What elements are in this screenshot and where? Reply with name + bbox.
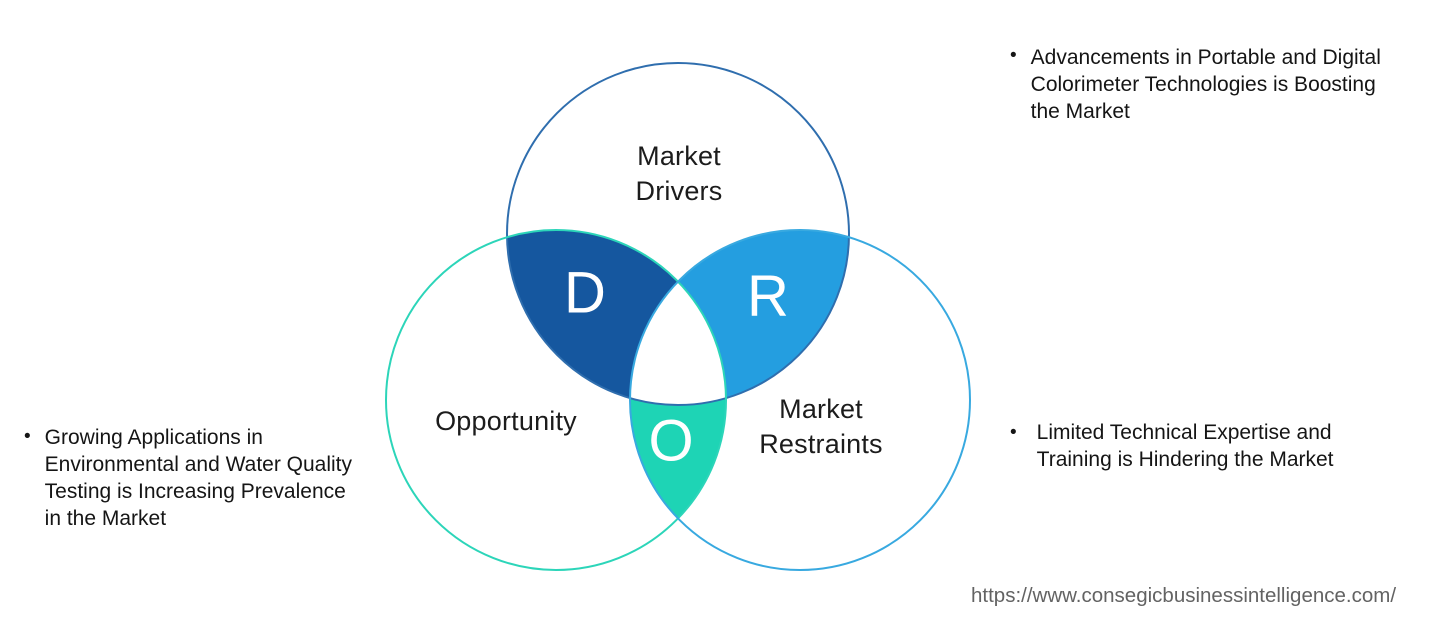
restraints-letter: R [747,264,789,329]
opportunity-note-line3: Testing is Increasing Prevalence [44,480,346,503]
restraints-circle-outline [629,229,971,571]
opportunity-note: • Growing Applications in Environmental … [24,424,352,532]
bullet-icon: • [1010,45,1017,66]
opportunity-note-text: Growing Applications in Environmental an… [45,424,352,532]
drivers-note-line2: Colorimeter Technologies is Boosting [1030,73,1376,96]
opportunity-circle-outline [385,229,727,571]
drivers-note: • Advancements in Portable and Digital C… [1010,44,1381,125]
opportunity-note-line1: Growing Applications in [44,426,263,449]
drivers-label-line1: Market [637,141,721,171]
restraints-label-line1: Market [779,394,863,424]
drivers-circle-outline [506,62,850,406]
opportunity-label: Opportunity [386,404,626,439]
drivers-note-line1: Advancements in Portable and Digital [1030,46,1381,69]
bullet-icon: • [1010,422,1017,443]
restraints-note: • Limited Technical Expertise and Traini… [1010,419,1334,473]
drivers-note-line3: the Market [1030,100,1130,123]
restraints-note-text: Limited Technical Expertise and Training… [1037,419,1334,473]
opportunity-letter: O [648,409,693,474]
opportunity-label-line1: Opportunity [435,406,577,436]
drivers-label-line2: Drivers [635,176,723,206]
opportunity-note-line2: Environmental and Water Quality [44,453,353,476]
drivers-label: Market Drivers [559,139,799,209]
bullet-icon: • [24,426,31,447]
opportunity-note-line4: in the Market [44,507,167,530]
restraints-label-line2: Restraints [759,429,883,459]
restraints-note-line1: Limited Technical Expertise and [1036,421,1332,444]
drivers-letter: D [564,261,606,326]
restraints-label: Market Restraints [701,392,941,462]
drivers-note-text: Advancements in Portable and Digital Col… [1031,44,1381,125]
source-url: https://www.consegicbusinessintelligence… [971,584,1397,607]
restraints-note-line2: Training is Hindering the Market [1036,448,1334,471]
